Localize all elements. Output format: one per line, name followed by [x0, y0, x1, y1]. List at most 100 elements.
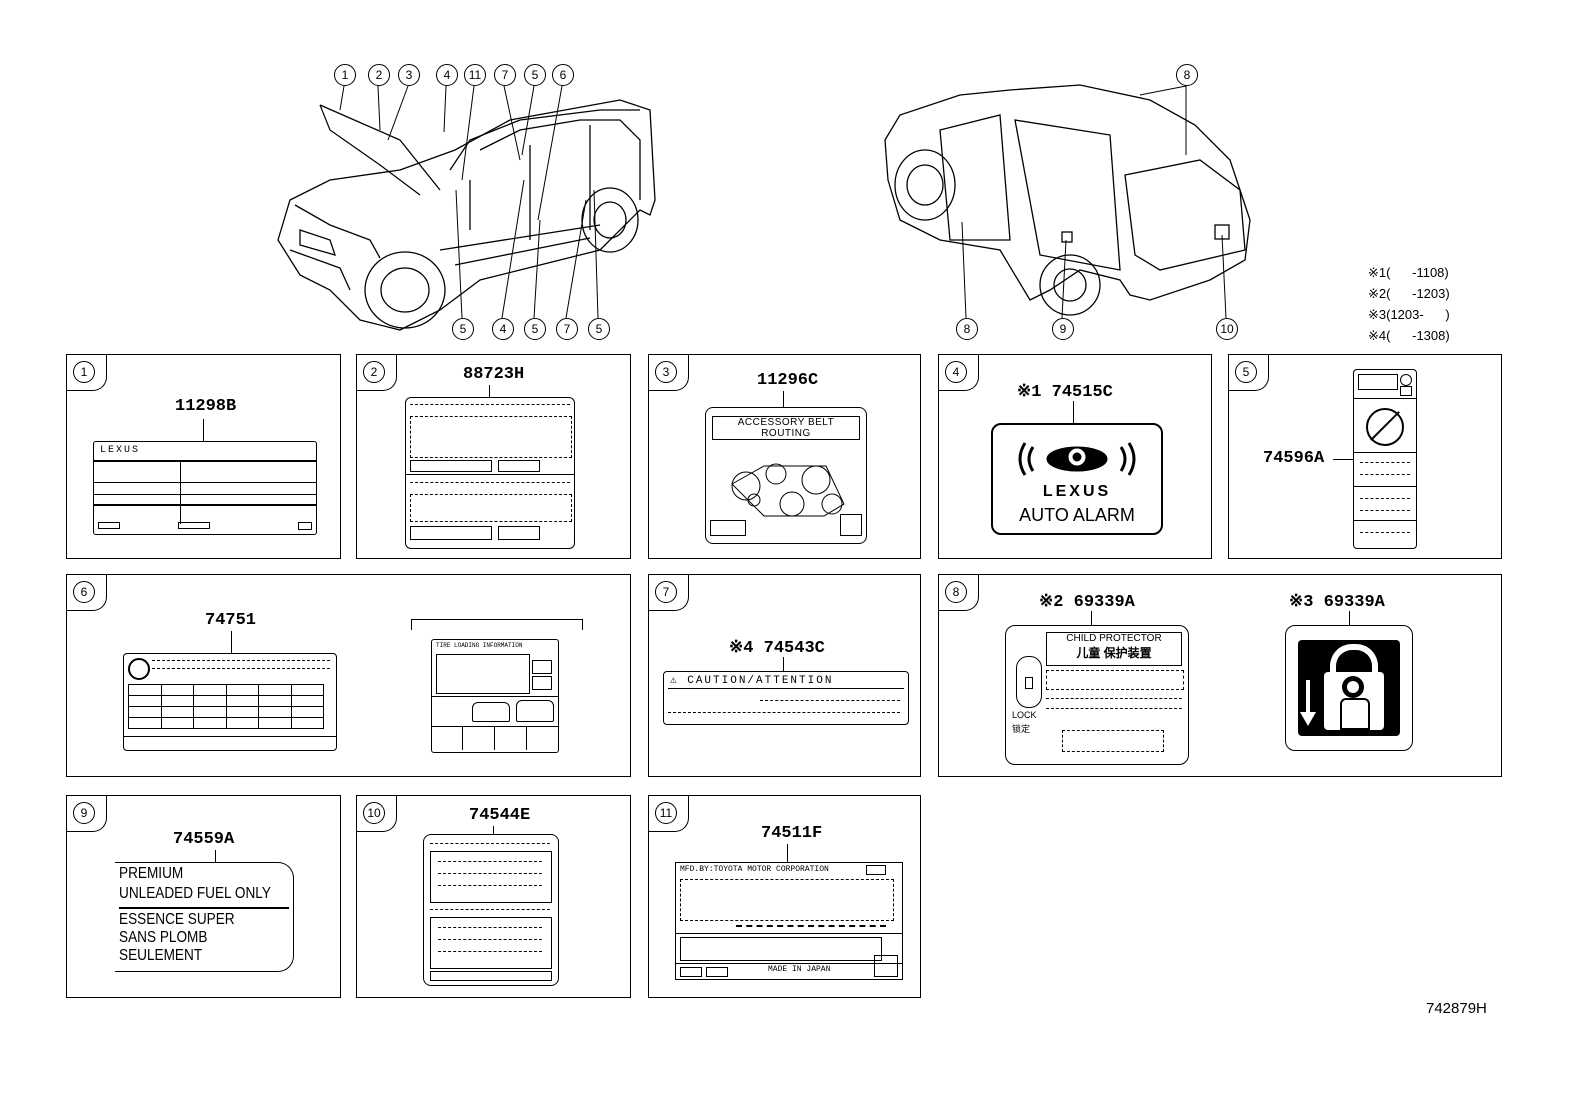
made-in-text: MADE IN JAPAN [768, 965, 831, 974]
panel-7: 7 ※4 74543C ⚠ CAUTION/ATTENTION [648, 574, 921, 777]
callout-circle: 5 [524, 64, 546, 86]
panel-6: 6 74751 TIRE LOADING INFORMATION [66, 574, 631, 777]
lock-text: LOCK [1012, 710, 1037, 720]
part-number: 74751 [205, 611, 257, 630]
part-number: ※2 69339A [1039, 593, 1135, 612]
callout-circle: 1 [334, 64, 356, 86]
label-88723h [405, 397, 575, 549]
label-caution: ⚠ CAUTION/ATTENTION [663, 671, 909, 725]
panel-3: 3 11296C ACCESSORY BELT ROUTING [648, 354, 921, 559]
child-figure-icon [1342, 676, 1364, 698]
panel-tab: 3 [649, 355, 689, 391]
child-protector-title: CHILD PROTECTOR 儿童 保护装置 [1046, 632, 1182, 666]
fuel-line-5: SEULEMENT [119, 947, 203, 964]
callout-circle: 7 [494, 64, 516, 86]
front-vehicle-drawing [277, 99, 656, 331]
panel-8: 8 ※2 69339A CHILD PROTECTOR 儿童 保护装置 LOCK… [938, 574, 1502, 777]
down-arrow-icon [1306, 680, 1310, 716]
fuel-line-3: ESSENCE SUPER [119, 911, 235, 928]
fuel-line-2: UNLEADED FUEL ONLY [119, 885, 271, 902]
part-number: 74544E [469, 806, 531, 825]
manufacturer-text: MFD.BY:TOYOTA MOTOR CORPORATION [680, 865, 829, 874]
lexus-logo: LEXUS [1042, 483, 1112, 500]
callout-circle: 11 [464, 64, 486, 86]
child-lock-pictogram [1285, 625, 1413, 751]
callout-circle: 3 [398, 64, 420, 86]
panel-tab: 8 [939, 575, 979, 611]
part-number: 74511F [761, 824, 823, 843]
label-74544e [423, 834, 559, 986]
belt-routing-title: ACCESSORY BELT ROUTING [712, 416, 860, 440]
note-1: ※1( -1108) [1368, 265, 1449, 280]
tire-spec-grid [128, 684, 324, 729]
panel-10: 10 74544E [356, 795, 631, 998]
label-auto-alarm: LEXUS AUTO ALARM [991, 423, 1163, 535]
lock-switch-icon [1016, 656, 1042, 708]
callout-circle: 9 [1052, 318, 1074, 340]
panel-tab: 9 [67, 796, 107, 832]
callout-circle: 5 [452, 318, 474, 340]
part-number: ※4 74543C [729, 639, 825, 658]
rear-vehicle-drawing [884, 84, 1251, 316]
tire-loading-title: TIRE LOADING INFORMATION [436, 642, 523, 649]
diagram-code: 742879H [1426, 1000, 1487, 1017]
panel-1: 1 11298B LEXUS [66, 354, 341, 559]
note-2: ※2( -1203) [1368, 286, 1450, 301]
auto-alarm-text: AUTO ALARM [1019, 505, 1135, 525]
note-4: ※4( -1308) [1368, 328, 1450, 343]
panel-4: 4 ※1 74515C LEXUS AUTO ALARM [938, 354, 1212, 559]
part-number: 74559A [173, 830, 235, 849]
caution-title: ⚠ CAUTION/ATTENTION [670, 675, 834, 687]
panel-tab: 5 [1229, 355, 1269, 391]
panel-tab: 6 [67, 575, 107, 611]
part-number: 11298B [175, 397, 237, 416]
panel-2: 2 88723H [356, 354, 631, 559]
part-number: ※3 69339A [1289, 593, 1385, 612]
vehicle-load-icon [516, 700, 554, 722]
note-3: ※3(1203- ) [1368, 307, 1450, 322]
panel-tab: 1 [67, 355, 107, 391]
panel-tab: 4 [939, 355, 979, 391]
callout-circle: 4 [436, 64, 458, 86]
panel-tab: 2 [357, 355, 397, 391]
label-74596a [1353, 369, 1417, 549]
label-74511f: MFD.BY:TOYOTA MOTOR CORPORATION MADE IN … [675, 862, 903, 980]
part-number: 74596A [1263, 449, 1325, 468]
label-tire-loading: TIRE LOADING INFORMATION [431, 639, 559, 753]
label-11296c: ACCESSORY BELT ROUTING [705, 407, 867, 544]
callout-circle: 8 [1176, 64, 1198, 86]
callout-circle: 5 [524, 318, 546, 340]
no-child-seat-icon [1366, 408, 1404, 446]
fuel-line-1: PREMIUM [119, 865, 184, 882]
callout-circle: 8 [956, 318, 978, 340]
label-fuel: PREMIUM UNLEADED FUEL ONLY ESSENCE SUPER… [115, 862, 294, 972]
callout-circle: 2 [368, 64, 390, 86]
panel-tab: 11 [649, 796, 689, 832]
panel-5: 5 74596A [1228, 354, 1502, 559]
panel-tab: 10 [357, 796, 397, 832]
part-number: ※1 74515C [1017, 383, 1113, 402]
alarm-icon [1018, 442, 1136, 476]
tire-icon [128, 658, 150, 680]
label-child-protector: CHILD PROTECTOR 儿童 保护装置 LOCK 锁定 [1005, 625, 1189, 765]
padlock-shackle [1330, 644, 1378, 680]
panel-tab: 7 [649, 575, 689, 611]
lexus-logo: LEXUS [100, 445, 141, 456]
vehicle-load-icon [472, 702, 510, 722]
lock-text-cn: 锁定 [1012, 724, 1031, 734]
label-74751 [123, 653, 337, 751]
panel-11: 11 74511F MFD.BY:TOYOTA MOTOR CORPORATIO… [648, 795, 921, 998]
callout-circle: 6 [552, 64, 574, 86]
label-11298b: LEXUS [93, 441, 317, 535]
callout-circle: 7 [556, 318, 578, 340]
fuel-line-4: SANS PLOMB [119, 929, 208, 946]
callout-circle: 10 [1216, 318, 1238, 340]
part-number: 11296C [757, 371, 819, 390]
panel-9: 9 74559A PREMIUM UNLEADED FUEL ONLY ESSE… [66, 795, 341, 998]
belt-diagram [731, 463, 845, 517]
part-number: 88723H [463, 365, 525, 384]
production-notes: ※1( -1108) ※2( -1203) ※3(1203- ) ※4( -13… [1368, 262, 1450, 346]
vehicle-illustrations [277, 84, 1251, 331]
callout-circle: 5 [588, 318, 610, 340]
callout-circle: 4 [492, 318, 514, 340]
